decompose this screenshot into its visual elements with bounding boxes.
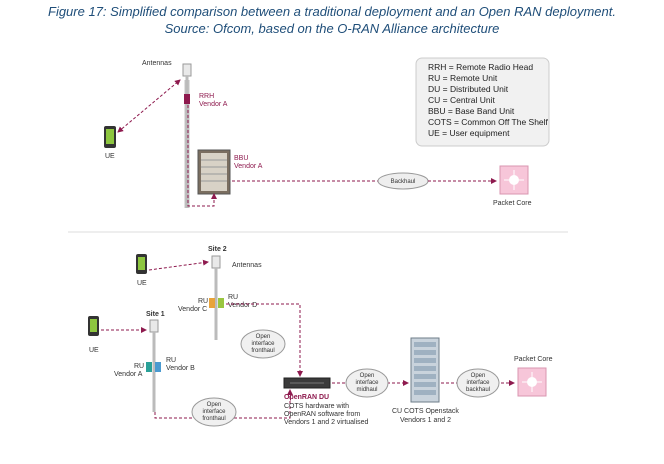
fronthaul-line: Open	[256, 334, 271, 340]
tower-icon	[182, 63, 192, 208]
legend-item: UE = User equipment	[428, 128, 510, 138]
rrh-bbu-link	[187, 100, 217, 207]
packet-core-icon	[517, 367, 547, 397]
backhaul-line: backhaul	[466, 387, 490, 393]
bbu-cabinet-icon	[197, 149, 231, 195]
ru-a-label: RU	[134, 363, 144, 370]
vendor-a-label: Vendor A	[114, 371, 143, 378]
ru-vendor-d-icon	[218, 298, 224, 308]
site1-label: Site 1	[146, 311, 165, 318]
ru-d-label: RU	[228, 294, 238, 301]
backhaul-label: Backhaul	[391, 179, 416, 185]
fronthaul-line: fronthaul	[202, 416, 225, 422]
antennas-label: Antennas	[232, 262, 262, 269]
figure-caption: Figure 17: Simplified comparison between…	[48, 4, 616, 19]
midhaul-line: Open	[360, 373, 375, 379]
fronthaul-bubble	[240, 329, 286, 359]
legend-item: COTS = Common Off The Shelf	[428, 117, 549, 127]
cu-desc: Vendors 1 and 2	[400, 417, 451, 424]
packet-core-label: Packet Core	[514, 356, 553, 363]
phone-icon	[104, 126, 116, 148]
tower-icon	[149, 319, 159, 412]
du-server-icon	[283, 377, 331, 389]
du-desc-line: OpenRAN software from	[284, 411, 360, 418]
bbu-label: BBU	[234, 155, 248, 162]
fronthaul-line: Open	[207, 402, 222, 408]
figure-source: Source: Ofcom, based on the O-RAN Allian…	[164, 21, 500, 36]
vendor-b-label: Vendor B	[166, 365, 195, 372]
ru-vendor-b-icon	[155, 362, 161, 372]
fronthaul-line: fronthaul	[251, 348, 274, 354]
ue-label: UE	[137, 280, 147, 287]
packet-core-icon	[499, 165, 529, 195]
vendor-c-label: Vendor C	[178, 306, 207, 313]
midhaul-line: interface	[355, 380, 379, 386]
ru-vendor-c-icon	[209, 298, 215, 308]
ue-label: UE	[89, 347, 99, 354]
fronthaul-line: interface	[202, 409, 226, 415]
ru-b-label: RU	[166, 357, 176, 364]
legend-item: CU = Central Unit	[428, 95, 495, 105]
ue-label: UE	[105, 153, 115, 160]
site2-label: Site 2	[208, 246, 227, 253]
backhaul-line: Open	[471, 373, 486, 379]
backhaul-line: interface	[466, 380, 490, 386]
ru-c-label: RU	[198, 298, 208, 305]
du-title: OpenRAN DU	[284, 394, 329, 401]
fronthaul-bubble	[191, 397, 237, 427]
cu-title: CU COTS Openstack	[392, 408, 459, 415]
du-desc-line: COTS hardware with	[284, 403, 349, 410]
backhaul-bubble	[456, 368, 500, 398]
packet-core-label: Packet Core	[493, 200, 532, 207]
rrh-icon	[184, 94, 190, 104]
legend-item: RU = Remote Unit	[428, 73, 498, 83]
phone-icon	[88, 316, 99, 336]
rrh-vendor-label: Vendor A	[199, 101, 228, 108]
ru-vendor-a-icon	[146, 362, 152, 372]
legend-item: DU = Distributed Unit	[428, 84, 509, 94]
ue-link	[117, 79, 181, 133]
midhaul-line: midhaul	[356, 387, 377, 393]
fronthaul-line: interface	[251, 341, 275, 347]
cu-rack-icon	[410, 337, 440, 403]
tower-icon	[211, 255, 221, 340]
midhaul-bubble	[345, 368, 389, 398]
du-desc-line: Vendors 1 and 2 virtualised	[284, 419, 369, 426]
rrh-label: RRH	[199, 93, 214, 100]
bbu-vendor-label: Vendor A	[234, 163, 263, 170]
phone-icon	[136, 254, 147, 274]
legend-box: RRH = Remote Radio Head RU = Remote Unit…	[415, 57, 550, 147]
legend-item: RRH = Remote Radio Head	[428, 62, 533, 72]
vendor-d-label: Vendor D	[228, 302, 257, 309]
legend-item: BBU = Base Band Unit	[428, 106, 515, 116]
antennas-label: Antennas	[142, 60, 172, 67]
